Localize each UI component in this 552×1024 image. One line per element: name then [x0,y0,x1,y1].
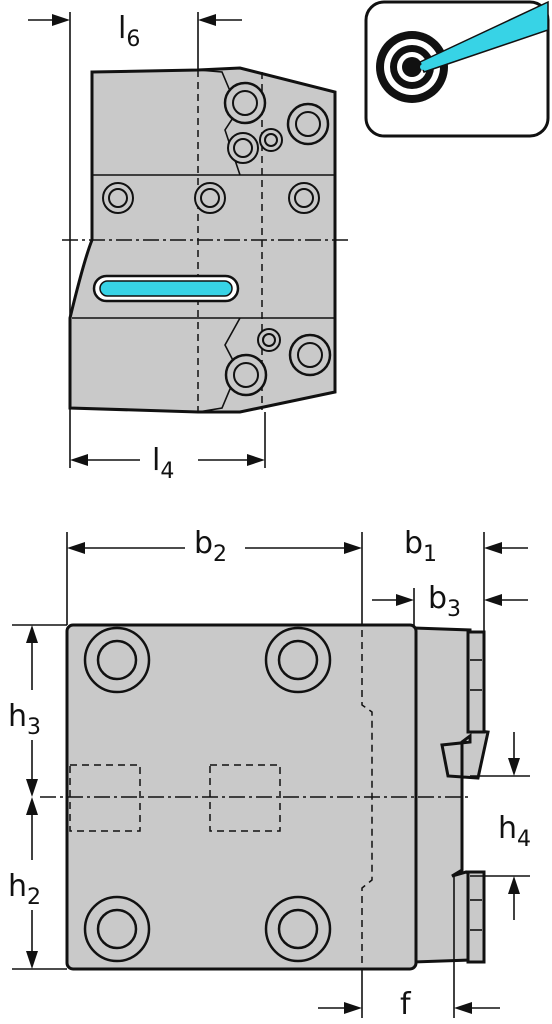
dim-sub-l4: 4 [160,459,174,484]
screw-icon [102,182,134,214]
dimension-f: f [318,876,500,1022]
dim-sub-b2: 2 [213,542,227,567]
top-view [62,66,350,414]
dim-label-b1: b [404,526,423,561]
dim-label-b2: b [194,526,213,561]
screw-icon [83,895,151,963]
target-icon [364,0,550,138]
svg-text:l4: l4 [152,443,174,484]
svg-text:h3: h3 [8,699,41,740]
svg-text:b2: b2 [194,526,227,567]
front-view [40,623,490,971]
screw-icon [194,182,226,214]
svg-text:b1: b1 [404,526,437,567]
screw-icon [227,132,259,164]
dimension-h3: h3 [8,624,67,797]
dim-label-b3: b [428,581,447,616]
screw-icon [288,182,320,214]
svg-text:h2: h2 [8,869,41,910]
dim-sub-b1: 1 [423,542,437,567]
dimension-l6: l6 [28,11,242,318]
dimension-b2: b2 [66,526,363,625]
screw-icon [286,102,330,146]
screw-icon [259,128,283,152]
dim-sub-l6: 6 [126,27,140,52]
dim-sub-b3: 3 [447,597,461,622]
dim-label-h3: h [8,699,27,734]
dimension-h4: h4 [470,732,531,920]
dim-sub-h2: 2 [27,885,41,910]
screw-icon [224,353,268,397]
screw-icon [288,333,332,377]
screw-icon [257,328,281,352]
dimension-b1: b1 [404,526,528,632]
dim-label-l4: l [152,443,160,478]
screw-icon [264,895,332,963]
dim-label-h4: h [498,811,517,846]
dim-label-l6: l [118,11,126,46]
dimension-b3: b3 [372,581,528,628]
dim-sub-h4: 4 [517,827,531,852]
svg-text:h4: h4 [498,811,531,852]
screw-icon [264,626,332,694]
dim-sub-h3: 3 [27,715,41,740]
screw-icon [83,626,151,694]
screw-icon [223,81,267,125]
svg-text:l6: l6 [118,11,140,52]
dim-label-h2: h [8,869,27,904]
dimension-l4: l4 [69,408,266,484]
dim-label-f: f [400,987,412,1022]
dimension-h2: h2 [8,797,67,970]
svg-text:b3: b3 [428,581,461,622]
